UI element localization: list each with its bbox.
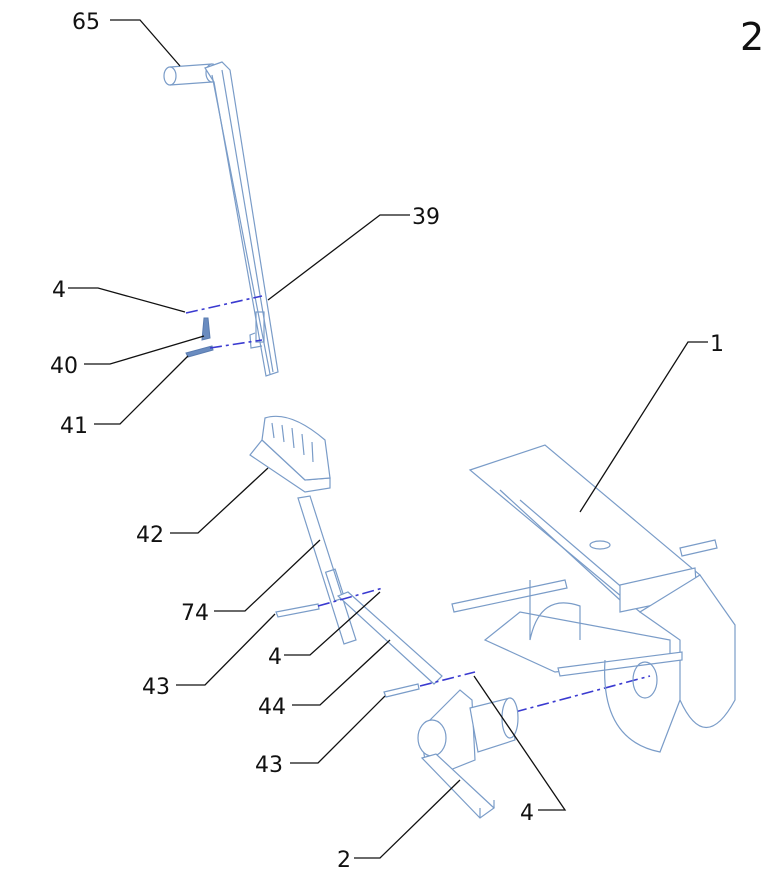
- callout-4: 4: [520, 801, 534, 826]
- callout-65: 65: [72, 10, 100, 35]
- callout-1: 1: [710, 332, 724, 357]
- axis-line: [209, 339, 263, 349]
- callout-4: 4: [268, 645, 282, 670]
- callout-42: 42: [136, 523, 164, 548]
- callout-44: 44: [258, 695, 286, 720]
- callout-40: 40: [50, 354, 78, 379]
- part-74-bar: [297, 495, 357, 645]
- axis-line: [317, 587, 384, 607]
- axis-line: [185, 295, 263, 314]
- callout-41: 41: [60, 414, 88, 439]
- part-40-spring: [201, 317, 211, 341]
- callout-39: 39: [412, 205, 440, 230]
- part-65-handle-lever: [163, 61, 279, 377]
- part-43-pin: [383, 683, 420, 698]
- part-43-pin: [275, 603, 320, 618]
- callout-43: 43: [255, 753, 283, 778]
- part-42-bracket: [249, 415, 331, 493]
- axis-line: [514, 675, 651, 713]
- part-2-winch: [417, 689, 519, 819]
- callout-43: 43: [142, 675, 170, 700]
- callout-leaders: [68, 19, 708, 859]
- part-44-link: [336, 591, 443, 685]
- callout-2: 2: [337, 848, 351, 873]
- page-number: 2: [740, 15, 764, 59]
- axis-line: [419, 671, 476, 687]
- callout-74: 74: [181, 601, 209, 626]
- part-41-pin: [185, 345, 214, 358]
- part-1-frame: [451, 444, 736, 753]
- callout-4: 4: [52, 278, 66, 303]
